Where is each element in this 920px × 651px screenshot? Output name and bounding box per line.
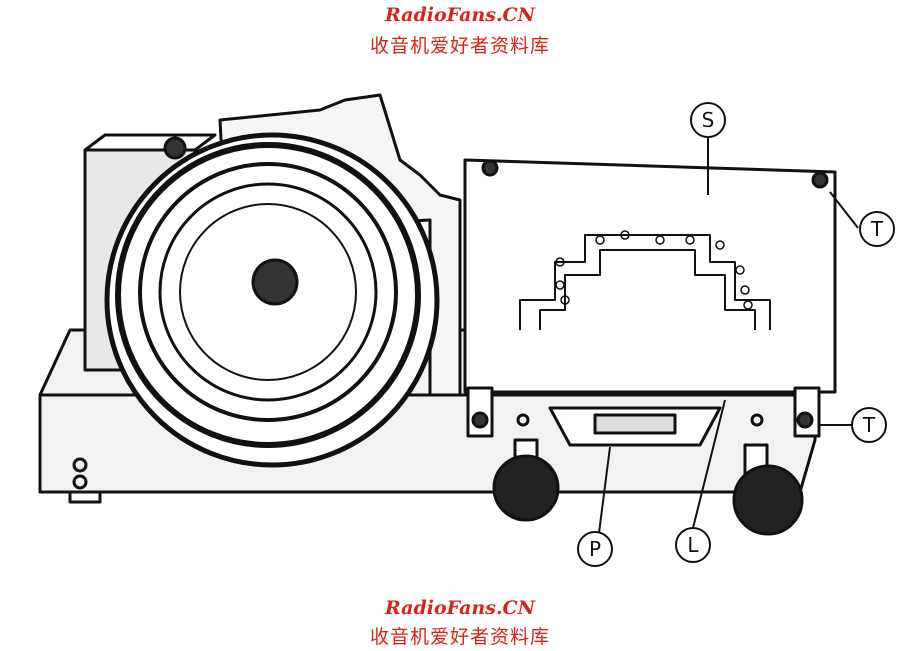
callout-t-lower: T <box>862 413 876 437</box>
speaker-ring-2 <box>158 182 378 402</box>
watermark-subtitle-top: 收音机爱好者资料库 <box>369 35 550 57</box>
panel-wiring <box>519 234 771 330</box>
callout-s: S <box>702 108 715 132</box>
callout-p: P <box>589 537 601 561</box>
knob-right <box>732 443 804 536</box>
watermark-site-top: RadioFans.CN <box>384 4 536 26</box>
scale-panel <box>463 158 837 394</box>
top-knob <box>163 136 187 160</box>
speaker-ring-3 <box>179 203 357 381</box>
watermark-subtitle-bottom: 收音机爱好者资料库 <box>369 626 550 648</box>
callout-l: L <box>687 533 699 557</box>
watermark-site-bottom: RadioFans.CN <box>384 597 536 619</box>
knob-left <box>492 438 560 522</box>
speaker-ring-1 <box>138 162 398 422</box>
callout-t-upper: T <box>870 217 884 241</box>
speaker-rim <box>115 142 421 448</box>
speaker-dust-cap <box>251 258 299 306</box>
